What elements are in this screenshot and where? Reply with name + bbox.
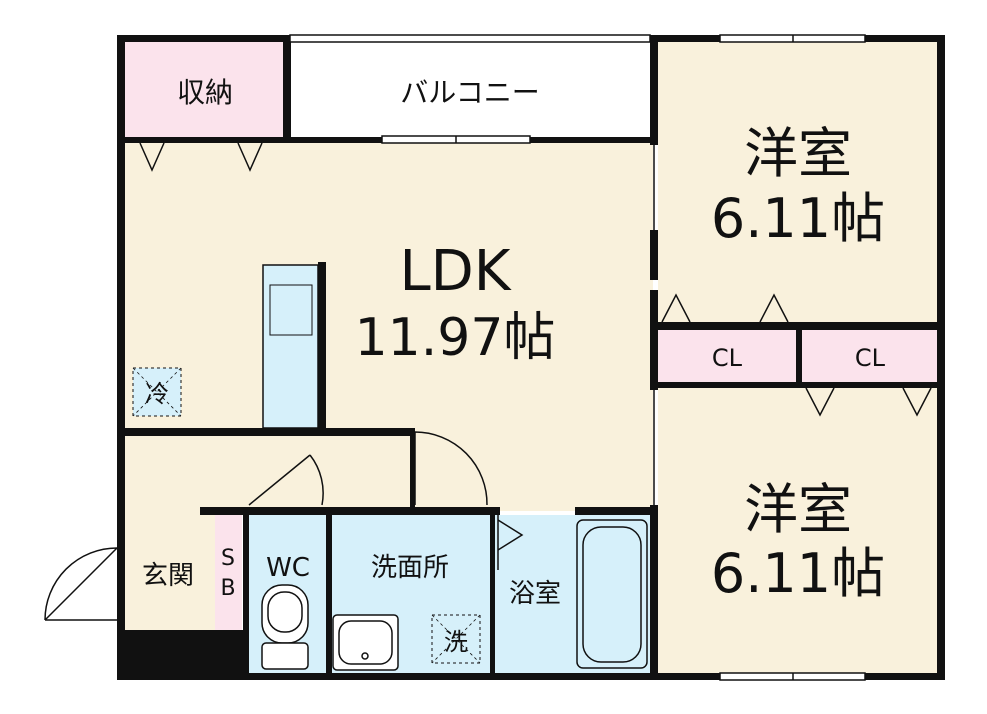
closet2-floor — [802, 330, 937, 382]
bedroom2-floor — [658, 388, 937, 673]
fridge-label: 冷 — [145, 380, 169, 408]
bedroom1-floor — [658, 42, 937, 327]
wc-label: WC — [266, 553, 310, 583]
shoebox-s-label: S — [221, 546, 235, 571]
bathtub-icon — [576, 519, 648, 669]
bath-label: 浴室 — [509, 579, 561, 609]
shoebox-b-label: B — [220, 576, 235, 601]
bedroom2-name-label: 洋室 — [744, 478, 852, 541]
washroom-label: 洗面所 — [371, 553, 449, 583]
balcony-label: バルコニー — [400, 76, 539, 109]
sink-icon — [332, 614, 399, 671]
hall-floor — [125, 435, 653, 511]
bedroom1-size-label: 6.11帖 — [711, 187, 885, 250]
kitchen-counter-icon — [262, 264, 319, 429]
storage-top-label: 収納 — [177, 76, 233, 109]
balcony-floor — [290, 42, 650, 137]
ldk-name-label: LDK — [399, 239, 511, 304]
closet1-floor — [658, 330, 796, 382]
entrance-label: 玄関 — [142, 561, 194, 591]
closet2-label: CL — [855, 344, 886, 372]
closet1-label: CL — [712, 344, 743, 372]
ldk-floor — [125, 140, 653, 435]
toilet-icon — [261, 584, 309, 670]
bedroom2-size-label: 6.11帖 — [711, 542, 885, 605]
window-icon — [289, 34, 866, 681]
entrance-floor — [125, 511, 215, 630]
washer-label: 洗 — [444, 628, 468, 656]
bedroom1-name-label: 洋室 — [744, 122, 852, 185]
shoebox-floor — [215, 511, 242, 630]
storage-top-floor — [125, 42, 285, 140]
ldk-size-label: 11.97帖 — [355, 308, 556, 368]
door-swing-icon — [44, 142, 932, 621]
